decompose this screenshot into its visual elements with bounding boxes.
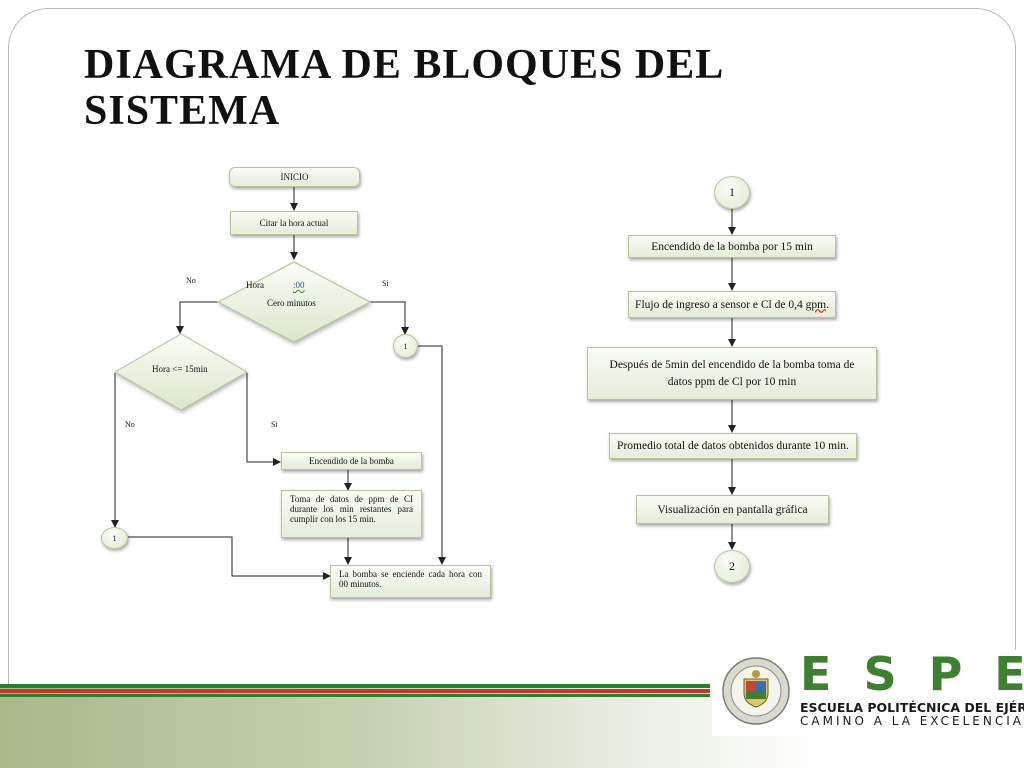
decision-hora-cero [216, 261, 372, 343]
connector-1-left-top: 1 [393, 334, 418, 358]
bomba-enciende-box: La bomba se enciende cada hora con 00 mi… [330, 565, 491, 598]
connector-2-right: 2 [714, 550, 750, 583]
step-flujo-unit: gpm [805, 298, 827, 311]
decision1-si-label: Si [382, 279, 389, 288]
institution-motto: CAMINO A LA EXCELENCIA [800, 714, 1024, 728]
decision1-line1: Hora [246, 280, 264, 290]
connector-1-left-bottom: 1 [101, 527, 128, 549]
arrow-decision2-si [246, 373, 281, 466]
footer-stripe-green-bottom [0, 694, 710, 697]
decision-hora-15min [113, 333, 249, 411]
encendido-bomba-box: Encendido de la bomba [281, 452, 422, 470]
espe-seal [722, 657, 790, 725]
bomba-enciende-text: La bomba se enciende cada hora con 00 mi… [339, 569, 482, 589]
step-visualizacion-text: Visualización en pantalla gráfica [657, 503, 808, 516]
espe-logo-letters: E S P E [800, 647, 1024, 701]
connector-1-right-text: 1 [729, 185, 735, 199]
step-promedio-box: Promedio total de datos obtenidos durant… [609, 433, 857, 459]
decision1-line2: Cero minutos [267, 298, 316, 308]
arrow-decision-no [176, 301, 218, 334]
step-toma-datos-text: Después de 5min del encendido de la bomb… [609, 358, 855, 388]
institution-name: ESCUELA POLITÉCNICA DEL EJÉRCITO [800, 700, 1024, 715]
step-flujo-prefix: Flujo de ingreso a sensor e Cl de 0,4 [635, 298, 806, 311]
decision2-text: Hora <= 15min [152, 364, 208, 374]
slide-title: DIAGRAMA DE BLOQUES DEL SISTEMA [84, 42, 722, 134]
step-encendido-box: Encendido de la bomba por 15 min [628, 235, 836, 258]
toma-datos-text: Toma de datos de ppm de CI durante los m… [290, 494, 413, 524]
citar-hora-box: Citar la hora actual [230, 211, 358, 235]
step-promedio-text: Promedio total de datos obtenidos durant… [617, 440, 849, 452]
step-flujo-box: Flujo de ingreso a sensor e Cl de 0,4 gp… [628, 291, 836, 318]
decision1-no-label: No [186, 276, 196, 285]
encendido-bomba-text: Encendido de la bomba [309, 456, 394, 466]
footer-stripe-red [0, 689, 710, 693]
arrow-connector-bomba [128, 536, 331, 580]
decision2-si-label: Si [271, 420, 278, 429]
arrow-decision-si [370, 301, 409, 335]
step-flujo-text: Flujo de ingreso a sensor e Cl de 0,4 gp… [635, 299, 829, 311]
arrow-si-connector-bomba [418, 345, 446, 565]
connector-1-left-top-text: 1 [403, 341, 408, 351]
decision2-no-label: No [125, 420, 135, 429]
start-terminator-text: INICIO [280, 172, 309, 182]
connector-1-right: 1 [714, 176, 750, 209]
toma-datos-box: Toma de datos de ppm de CI durante los m… [281, 490, 422, 538]
footer-stripe-green-top [0, 684, 710, 688]
step-encendido-text: Encendido de la bomba por 15 min [651, 240, 813, 253]
step-flujo-suffix: . [826, 298, 829, 311]
step-toma-datos-box: Después de 5min del encendido de la bomb… [587, 347, 877, 400]
connector-1-left-bottom-text: 1 [112, 533, 117, 543]
citar-hora-text: Citar la hora actual [259, 218, 329, 228]
decision1-value: :00 [293, 280, 305, 290]
start-terminator: INICIO [229, 167, 360, 187]
connector-2-right-text: 2 [729, 559, 735, 573]
step-visualizacion-box: Visualización en pantalla gráfica [636, 495, 829, 524]
